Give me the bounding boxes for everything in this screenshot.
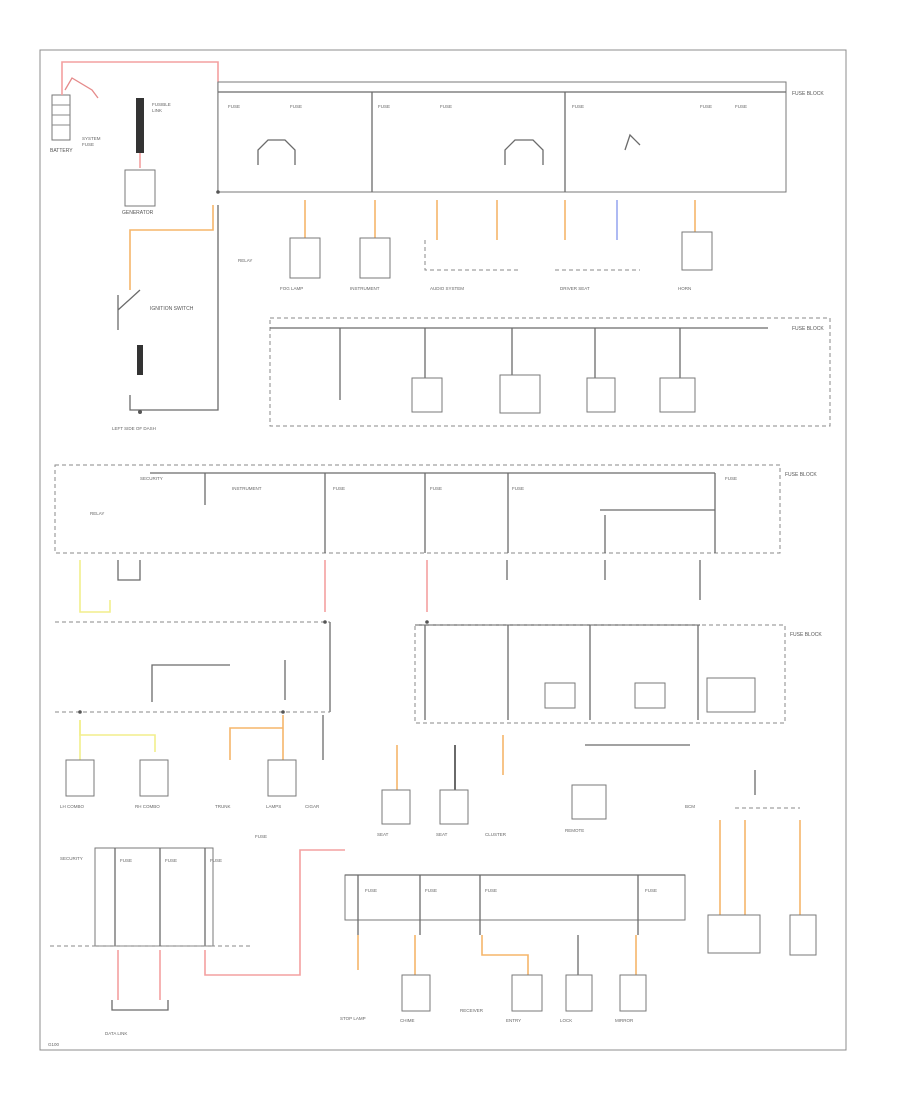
fusible-link-symbol bbox=[136, 98, 144, 168]
battery-label: BATTERY bbox=[50, 148, 73, 154]
svg-text:TRUNK: TRUNK bbox=[215, 804, 231, 809]
svg-text:RECEIVER: RECEIVER bbox=[460, 1008, 484, 1013]
svg-text:FUSE: FUSE bbox=[255, 834, 267, 839]
svg-text:RELAY: RELAY bbox=[238, 258, 252, 263]
svg-text:FUSE: FUSE bbox=[82, 142, 94, 147]
fuse-block-mid bbox=[54, 464, 781, 554]
svg-text:INSTRUMENT: INSTRUMENT bbox=[232, 486, 262, 491]
svg-text:FUSE: FUSE bbox=[645, 888, 657, 893]
svg-text:FUSIBLE: FUSIBLE bbox=[152, 102, 171, 107]
svg-text:FUSE: FUSE bbox=[430, 486, 442, 491]
fuse-block-top bbox=[217, 81, 787, 193]
svg-text:FOG LAMP: FOG LAMP bbox=[280, 286, 303, 291]
fuse-block-mid-label: FUSE BLOCK bbox=[785, 472, 817, 478]
svg-text:DRIVER SEAT: DRIVER SEAT bbox=[560, 286, 590, 291]
svg-text:FUSE: FUSE bbox=[378, 104, 390, 109]
svg-text:LH COMBO: LH COMBO bbox=[60, 804, 85, 809]
battery-red-feed bbox=[61, 61, 219, 95]
svg-text:MIRROR: MIRROR bbox=[615, 1018, 634, 1023]
svg-text:FUSE: FUSE bbox=[210, 858, 222, 863]
fuse-block-lower-label: FUSE BLOCK bbox=[790, 632, 822, 638]
ground-label: G100 bbox=[48, 1042, 60, 1047]
svg-text:FUSE: FUSE bbox=[120, 858, 132, 863]
generator-box bbox=[124, 169, 156, 207]
svg-text:AUDIO SYSTEM: AUDIO SYSTEM bbox=[430, 286, 464, 291]
orange-wire-1 bbox=[129, 205, 214, 290]
svg-text:FUSE: FUSE bbox=[333, 486, 345, 491]
svg-text:LAMPS: LAMPS bbox=[266, 804, 281, 809]
svg-text:CIGAR: CIGAR bbox=[305, 804, 320, 809]
left-side-ground-label: LEFT SIDE OF DASH bbox=[112, 426, 156, 431]
svg-text:SEAT: SEAT bbox=[436, 832, 448, 837]
svg-text:RELAY: RELAY bbox=[90, 511, 104, 516]
svg-text:FUSE: FUSE bbox=[512, 486, 524, 491]
generator-label: GENERATOR bbox=[122, 210, 154, 216]
svg-text:FUSE: FUSE bbox=[725, 476, 737, 481]
svg-text:FUSE: FUSE bbox=[228, 104, 240, 109]
svg-text:LOCK: LOCK bbox=[560, 1018, 572, 1023]
svg-text:FUSE: FUSE bbox=[365, 888, 377, 893]
svg-text:SYSTEM: SYSTEM bbox=[82, 136, 101, 141]
svg-text:FUSE: FUSE bbox=[425, 888, 437, 893]
svg-text:FUSE: FUSE bbox=[735, 104, 747, 109]
yellow-wire-1 bbox=[79, 560, 111, 613]
battery-symbol bbox=[51, 94, 71, 141]
svg-text:BCM: BCM bbox=[685, 804, 695, 809]
fuse-block-top-label: FUSE BLOCK bbox=[792, 91, 824, 97]
fuse-block-lower bbox=[414, 624, 786, 724]
svg-text:CHIME: CHIME bbox=[400, 1018, 415, 1023]
svg-text:FUSE: FUSE bbox=[290, 104, 302, 109]
svg-text:SEAT: SEAT bbox=[377, 832, 389, 837]
svg-text:CLUSTER: CLUSTER bbox=[485, 832, 507, 837]
fuse-block-second bbox=[269, 317, 831, 427]
fuse-block-second-label: FUSE BLOCK bbox=[792, 326, 824, 332]
svg-text:FUSE: FUSE bbox=[165, 858, 177, 863]
red-wire-bottom bbox=[204, 849, 345, 976]
svg-text:FUSE: FUSE bbox=[572, 104, 584, 109]
svg-text:DATA LINK: DATA LINK bbox=[105, 1031, 127, 1036]
svg-text:HORN: HORN bbox=[678, 286, 691, 291]
svg-text:RH COMBO: RH COMBO bbox=[135, 804, 160, 809]
svg-text:STOP LAMP: STOP LAMP bbox=[340, 1016, 366, 1021]
svg-text:SECURITY: SECURITY bbox=[60, 856, 83, 861]
svg-text:ENTRY: ENTRY bbox=[506, 1018, 521, 1023]
svg-text:FUSE: FUSE bbox=[700, 104, 712, 109]
orange-wire-2 bbox=[229, 727, 283, 760]
svg-text:LINK: LINK bbox=[152, 108, 162, 113]
svg-text:FUSE: FUSE bbox=[440, 104, 452, 109]
svg-text:SECURITY: SECURITY bbox=[140, 476, 163, 481]
svg-text:FUSE: FUSE bbox=[485, 888, 497, 893]
top-fuse-labels: FUSE FUSE FUSE FUSE FUSE FUSE FUSE bbox=[228, 104, 747, 109]
ignition-switch-label: IGNITION SWITCH bbox=[150, 306, 194, 312]
svg-text:REMOTE: REMOTE bbox=[565, 828, 584, 833]
orange-wire-bottom bbox=[481, 935, 529, 975]
svg-text:INSTRUMENT: INSTRUMENT bbox=[350, 286, 380, 291]
